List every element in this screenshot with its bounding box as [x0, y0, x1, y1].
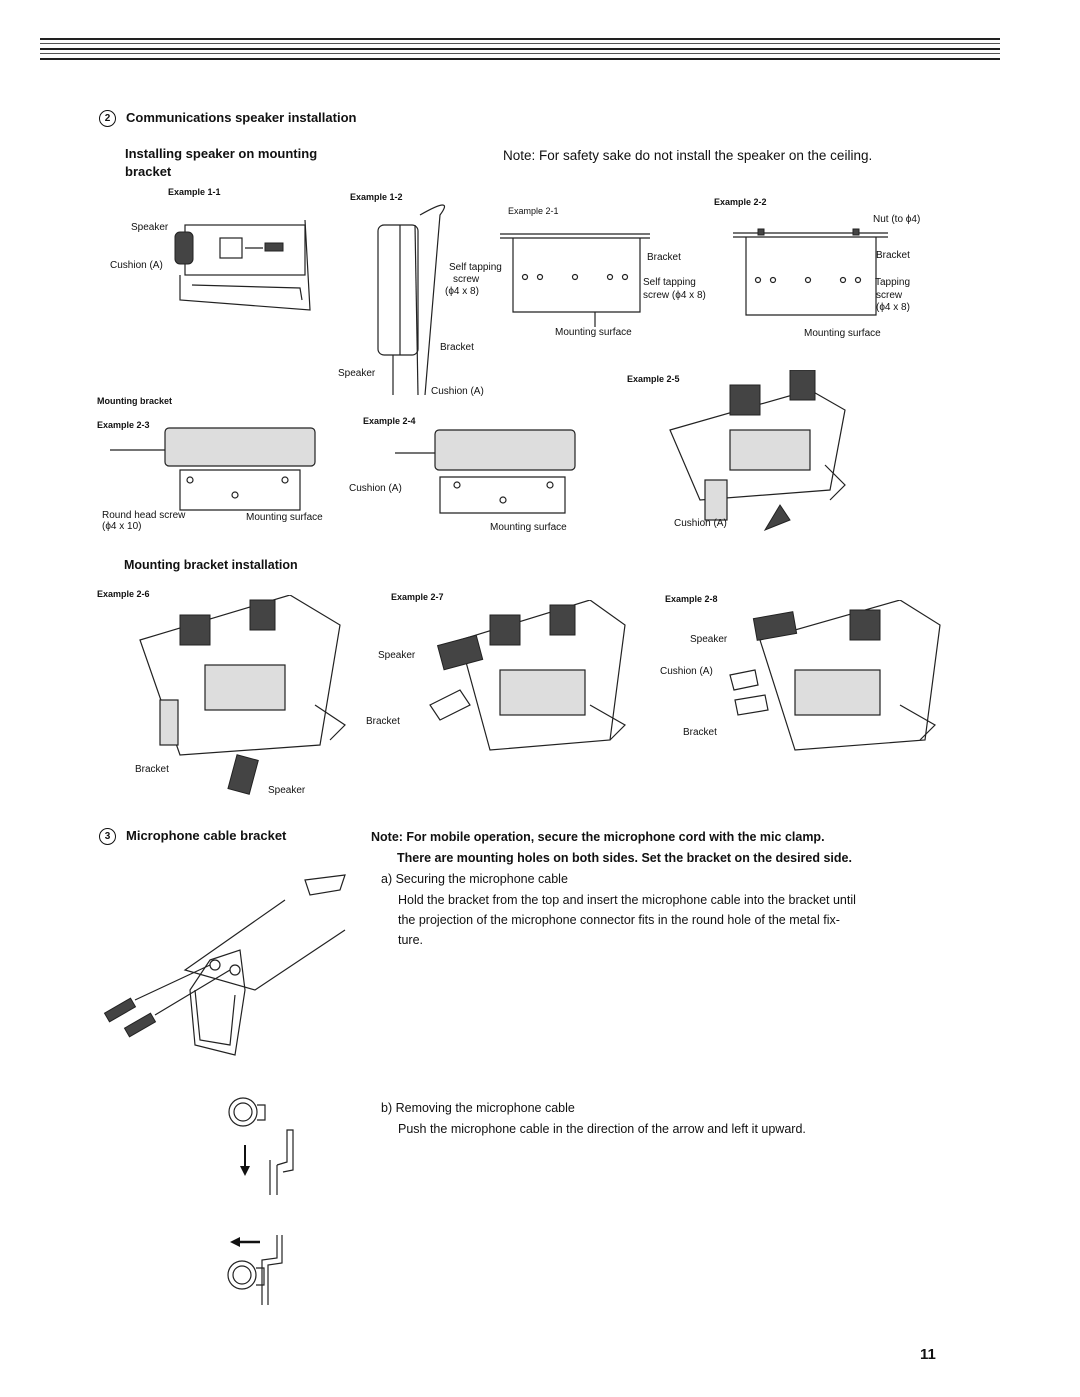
example-2-4-label: Example 2-4	[363, 416, 416, 426]
ex25-cushion-label: Cushion (A)	[674, 518, 727, 529]
securing-text-line1: Hold the bracket from the top and insert…	[398, 893, 856, 907]
securing-text-line2: the projection of the microphone connect…	[398, 913, 840, 927]
securing-text-line3: ture.	[398, 933, 424, 947]
ex12-speaker-label: Speaker	[338, 368, 376, 379]
section-2-title: Communications speaker installation	[126, 110, 357, 125]
ceiling-note: Note: For safety sake do not install the…	[503, 148, 873, 163]
example-2-3-label: Example 2-3	[97, 420, 150, 430]
ex21-screw-label: screw (ϕ4 x 8)	[643, 290, 706, 301]
removing-heading: b) Removing the microphone cable	[381, 1101, 575, 1115]
ex23-round-head-screw-label: Round head screw	[102, 510, 186, 521]
ex21-mounting-surface-label: Mounting surface	[555, 327, 632, 338]
clip-remove-figure	[227, 1235, 283, 1305]
mic-bracket-figure	[103, 874, 346, 1056]
securing-heading: a) Securing the microphone cable	[381, 872, 568, 886]
page-number: 11	[920, 1346, 936, 1363]
section-3-number: 3	[99, 828, 116, 846]
removing-text: Push the microphone cable in the directi…	[398, 1122, 806, 1136]
example-2-8-figure	[729, 600, 941, 751]
ex11-cushion-label: Cushion (A)	[110, 260, 163, 271]
section-3-note-line2: There are mounting holes on both sides. …	[397, 851, 852, 865]
ex22-tapping-label: Tapping	[875, 277, 911, 288]
mounting-bracket-installation-heading: Mounting bracket installation	[124, 558, 298, 572]
ex21-bracket-label: Bracket	[647, 252, 681, 263]
example-2-4-figure	[395, 429, 576, 514]
ex24-cushion-label: Cushion (A)	[349, 483, 402, 494]
example-2-6-label: Example 2-6	[97, 589, 150, 599]
ex11-speaker-label: Speaker	[131, 222, 169, 233]
section-3-heading: 3 Microphone cable bracket	[99, 828, 287, 846]
section-3-note-line1: Note: For mobile operation, secure the m…	[371, 830, 825, 844]
example-2-8-label: Example 2-8	[665, 594, 718, 604]
ex23-mounting-surface-label: Mounting surface	[246, 512, 323, 523]
ex22-bracket-label: Bracket	[876, 250, 910, 261]
ex12-cushion-label: Cushion (A)	[431, 386, 484, 397]
ex27-speaker-label: Speaker	[378, 650, 416, 661]
ex21-self-tapping-label: Self tapping	[643, 277, 696, 288]
ex23-screw-size-label: (ϕ4 x 10)	[102, 521, 142, 532]
ex28-speaker-label: Speaker	[690, 634, 728, 645]
ex28-cushion-label: Cushion (A)	[660, 666, 713, 677]
ex12-screw-size-label: (ϕ4 x 8)	[445, 286, 479, 297]
ex27-bracket-label: Bracket	[366, 716, 400, 727]
subtitle-line1: Installing speaker on mounting	[125, 146, 318, 161]
section-3-title: Microphone cable bracket	[126, 828, 287, 843]
ex24-mounting-surface-label: Mounting surface	[490, 522, 567, 533]
example-2-7-label: Example 2-7	[391, 592, 444, 602]
securing-text: Hold the bracket from the top and insert…	[398, 890, 958, 950]
section-2-number: 2	[99, 110, 116, 128]
example-2-6-figure	[139, 595, 346, 795]
ex26-bracket-label: Bracket	[135, 764, 169, 775]
example-1-1-figure	[174, 219, 311, 311]
ex22-screw-label: screw	[876, 290, 903, 301]
example-1-1-label: Example 1-1	[168, 187, 221, 197]
ex28-bracket-label: Bracket	[683, 727, 717, 738]
example-1-2-figure	[377, 204, 445, 396]
ex22-mounting-surface-label: Mounting surface	[804, 328, 881, 339]
ex26-speaker-label: Speaker	[268, 785, 306, 796]
ex12-bracket-label: Bracket	[440, 342, 474, 353]
ex22-nut-label: Nut (to ϕ4)	[873, 214, 921, 225]
example-1-2-label: Example 1-2	[350, 192, 403, 202]
example-2-3-figure	[110, 427, 316, 511]
example-2-5-figure	[669, 370, 846, 532]
example-2-7-figure	[429, 600, 626, 751]
ex12-screw-label: screw	[453, 274, 480, 285]
section-2-heading: 2 Communications speaker installation	[99, 110, 357, 128]
mounting-bracket-small-label: Mounting bracket	[97, 396, 173, 406]
example-2-1-figure	[500, 233, 650, 327]
example-2-2-label: Example 2-2	[714, 197, 767, 207]
clip-insert-figure	[228, 1097, 294, 1195]
ex12-self-tapping-label: Self tapping	[449, 262, 502, 273]
example-2-2-figure	[733, 228, 888, 316]
header-rules	[40, 38, 1000, 70]
example-2-5-label: Example 2-5	[627, 374, 680, 384]
ex22-screw-size-label: (ϕ4 x 8)	[876, 302, 910, 313]
subtitle-line2: bracket	[125, 164, 172, 179]
example-2-1-label: Example 2-1	[508, 206, 559, 216]
